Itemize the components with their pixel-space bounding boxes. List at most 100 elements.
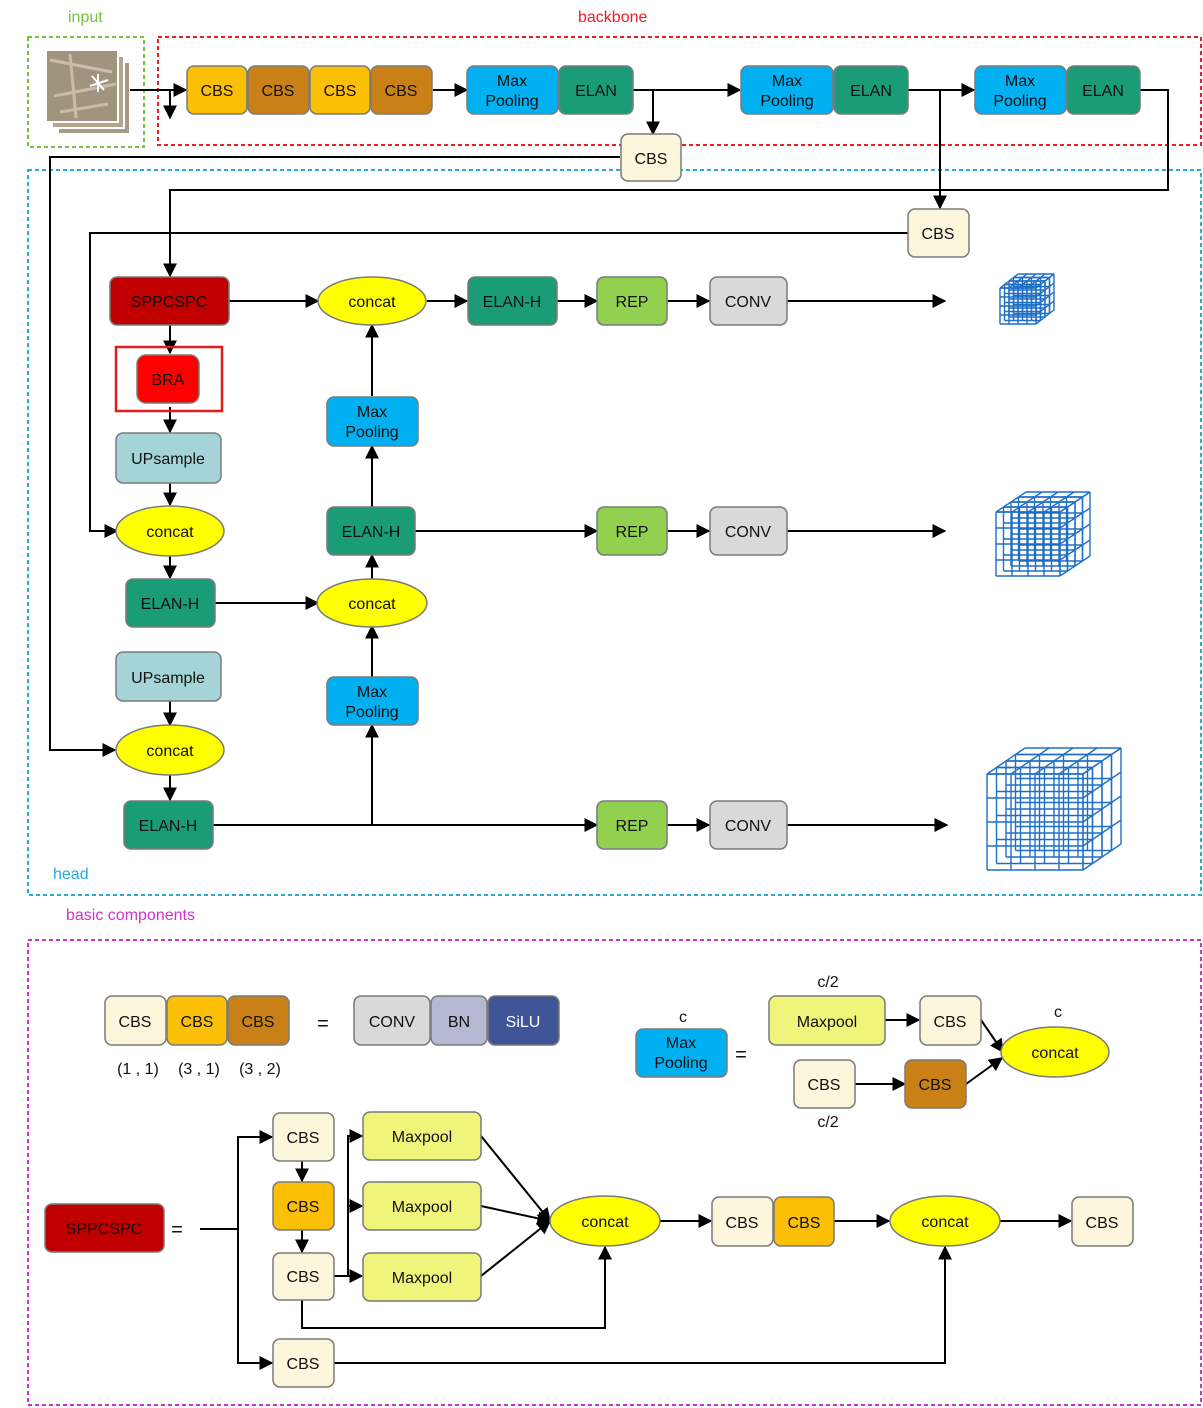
param-3x1: (3 , 1) [178,1061,220,1078]
label: CONV [369,1014,416,1031]
label: REP [616,294,649,311]
label: REP [616,524,649,541]
basic-cbs-3x1[interactable]: CBS [166,995,228,1046]
label: CBS [201,83,234,100]
label: ELAN [1082,83,1124,100]
maxpooling-equals-sign: = [735,1044,747,1066]
head-rep-bottom[interactable]: REP [596,800,668,850]
basic-conv[interactable]: CONV [353,995,431,1046]
backbone-cbs-2[interactable]: CBS [247,65,310,115]
label: CBS [324,83,357,100]
head-conv-bottom[interactable]: CONV [709,800,788,850]
basic-components-section-label: basic components [66,907,195,924]
sppcspc-cbs-7[interactable]: CBS [1071,1196,1134,1247]
label-line2: Pooling [345,424,398,441]
basic-conv-branch-cbs-2[interactable]: CBS [904,1059,967,1109]
backbone-cbs-4[interactable]: CBS [370,65,433,115]
input-frame [27,36,145,148]
cbs-equals-sign: = [317,1013,329,1035]
head-upsample-2[interactable]: UPsample [115,651,222,702]
basic-cbs-3x2[interactable]: CBS [227,995,290,1046]
backbone-cbs-1[interactable]: CBS [186,65,248,115]
label: CBS [181,1014,214,1031]
label: CONV [725,524,772,541]
sppcspc-concat-1[interactable]: concat [549,1195,661,1247]
label: Maxpool [392,1199,452,1216]
head-concat-mid[interactable]: concat [316,578,428,628]
label-line1: Max [497,73,527,90]
label: CBS [287,1130,320,1147]
backbone-elan-2[interactable]: ELAN [833,65,909,115]
label-line2: Pooling [760,93,813,110]
sppcspc-concat-2[interactable]: concat [889,1195,1001,1247]
label: SiLU [506,1014,541,1031]
backbone-elan-3[interactable]: ELAN [1066,65,1141,115]
basic-cbs-1x1[interactable]: CBS [104,995,167,1046]
head-concat-2[interactable]: concat [115,724,225,776]
head-elanh-1[interactable]: ELAN-H [125,578,216,628]
head-rep-mid[interactable]: REP [596,506,668,556]
label: ELAN-H [141,596,200,613]
head-sppcspc[interactable]: SPPCSPC [109,276,230,326]
sppcspc-maxpool-3[interactable]: Maxpool [362,1252,482,1302]
backbone-elan-1[interactable]: ELAN [558,65,634,115]
label-line2: Pooling [993,93,1046,110]
sppcspc-cbs-4[interactable]: CBS [272,1338,335,1388]
head-bra[interactable]: BRA [136,354,200,404]
label: concat [581,1214,629,1231]
head-elanh-mid[interactable]: ELAN-H [326,506,416,556]
maxpooling-channel-c: c [679,1009,687,1026]
basic-conv-branch-cbs-1[interactable]: CBS [793,1059,856,1109]
label: Maxpool [797,1014,857,1031]
label-line1: Max [1005,73,1035,90]
sppcspc-cbs-2[interactable]: CBS [272,1181,335,1231]
sppcspc-maxpool-1[interactable]: Maxpool [362,1111,482,1161]
backbone-cbs-3[interactable]: CBS [309,65,371,115]
label: CBS [808,1077,841,1094]
head-maxpool-bottom[interactable]: Max Pooling [326,676,419,726]
label-line2: Pooling [485,93,538,110]
label: CBS [287,1356,320,1373]
backbone-branch-cbs-2[interactable]: CBS [907,208,970,258]
label: concat [146,743,194,760]
backbone-branch-cbs-1[interactable]: CBS [620,133,682,182]
head-rep-top[interactable]: REP [596,276,668,326]
basic-sppcspc[interactable]: SPPCSPC [44,1203,165,1253]
head-concat-1[interactable]: concat [115,505,225,557]
label: Maxpool [392,1129,452,1146]
head-conv-mid[interactable]: CONV [709,506,788,556]
sppcspc-cbs-1[interactable]: CBS [272,1112,335,1162]
label: CBS [788,1215,821,1232]
basic-silu[interactable]: SiLU [487,995,560,1046]
head-maxpool-top[interactable]: Max Pooling [326,396,419,447]
label: concat [348,596,396,613]
bra-highlight-frame [114,345,224,413]
label: SPPCSPC [131,294,207,311]
basic-maxpool-branch-cbs[interactable]: CBS [919,995,982,1046]
label: CBS [922,226,955,243]
head-upsample-1[interactable]: UPsample [115,432,222,484]
label: CBS [635,151,668,168]
backbone-maxpool-3[interactable]: Max Pooling [974,65,1067,115]
sppcspc-cbs-3[interactable]: CBS [272,1252,335,1301]
basic-bn[interactable]: BN [430,995,488,1046]
backbone-maxpool-2[interactable]: Max Pooling [740,65,834,115]
sppcspc-maxpool-2[interactable]: Maxpool [362,1181,482,1231]
sppcspc-cbs-5[interactable]: CBS [711,1196,774,1247]
head-elanh-2[interactable]: ELAN-H [123,800,214,850]
basic-maxpool[interactable]: Maxpool [768,995,886,1046]
head-elanh-top[interactable]: ELAN-H [467,276,558,326]
basic-maxpooling-concat[interactable]: concat [1000,1026,1110,1078]
head-section-label: head [53,866,89,883]
label: CBS [287,1199,320,1216]
basic-maxpooling[interactable]: Max Pooling [635,1028,728,1078]
sppcspc-cbs-6[interactable]: CBS [773,1196,835,1247]
maxpool-branch-channel-bottom: c/2 [817,1114,838,1131]
label: SPPCSPC [66,1221,142,1238]
head-conv-top[interactable]: CONV [709,276,788,326]
output-grid-small [999,273,1055,325]
label: UPsample [131,451,205,468]
backbone-maxpool-1[interactable]: Max Pooling [466,65,559,115]
label: CBS [1086,1215,1119,1232]
head-concat-top[interactable]: concat [317,276,427,326]
